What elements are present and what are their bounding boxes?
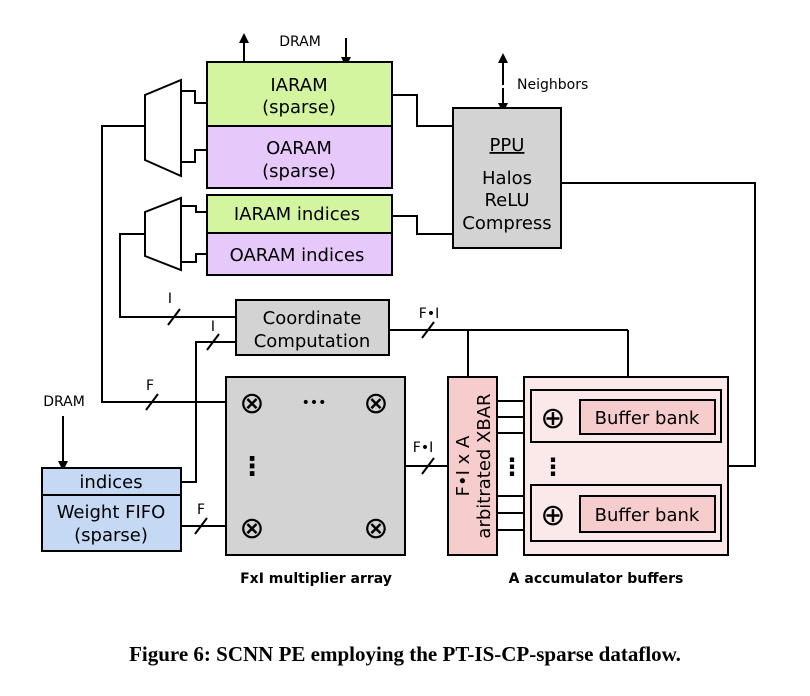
buffer-bank-label-2: Buffer bank	[595, 505, 700, 526]
slash-FI-2	[421, 457, 435, 475]
multiplier-symbol-2: ⊗	[363, 386, 388, 421]
dram-left-label: DRAM	[43, 394, 85, 410]
multiplier-array-label: FxI multiplier array	[240, 571, 392, 587]
multiplier-array-box	[225, 376, 406, 556]
ppu-compress: Compress	[462, 213, 551, 234]
slash-FI-1	[421, 321, 435, 339]
wire-label-I-1: I	[168, 291, 172, 307]
adder-symbol-1: ⊕	[540, 401, 565, 436]
wire-accum-to-ppu	[561, 182, 756, 467]
wires	[58, 33, 756, 535]
wire-ram-to-top-mux-2	[181, 149, 207, 163]
slash-I-1	[167, 308, 181, 326]
ppu-relu: ReLU	[484, 190, 529, 211]
accumulator-v-dots: ⋮	[541, 453, 565, 481]
indices-label: indices	[79, 472, 142, 493]
xbar-label-1: F•I x A	[453, 435, 474, 496]
coordinate-computation-box	[235, 299, 390, 356]
multiplier-h-dots: •••	[302, 395, 327, 411]
mux-top	[144, 78, 182, 178]
oaram-box	[206, 125, 393, 189]
oaram-indices-box	[206, 232, 393, 276]
xbar-v-dots: ⋮	[500, 453, 524, 481]
adder-symbol-2: ⊕	[540, 498, 565, 533]
buffer-bank-label-1: Buffer bank	[595, 408, 700, 429]
ppu-box	[452, 107, 562, 249]
slash-I-2	[206, 333, 220, 351]
wire-indices-to-coord	[181, 341, 236, 483]
ppu-halos: Halos	[482, 168, 532, 189]
slash-F-2	[194, 517, 208, 535]
muxes	[144, 78, 182, 272]
wire-label-I-2: I	[211, 319, 215, 335]
weight-fifo-label: Weight FIFO	[57, 502, 166, 523]
ppu-title: PPU	[490, 135, 525, 156]
multiplier-symbol-4: ⊗	[363, 511, 388, 546]
wire-ppu-to-ram	[392, 94, 453, 127]
xbar-box	[447, 376, 498, 556]
iaram-label: IARAM	[270, 75, 327, 96]
wire-label-F-1: F	[146, 378, 154, 394]
iaram-box	[206, 61, 393, 127]
dram-top-label: DRAM	[279, 34, 321, 50]
neighbors-label: Neighbors	[517, 77, 588, 93]
coord-label-1: Coordinate	[263, 308, 362, 329]
ram-stack	[206, 61, 393, 276]
buffer-bank-box-1	[579, 399, 716, 435]
iaram-indices-label: IARAM indices	[234, 204, 360, 225]
mux-bottom	[144, 196, 182, 272]
wire-iaram-mux-to-mult	[101, 125, 226, 403]
weight-fifo-sparse-label: (sparse)	[74, 525, 148, 546]
wire-ppu-to-ram-indices	[392, 215, 453, 235]
wire-indices-mux-to-coord	[119, 233, 236, 318]
weight-fifo-box	[41, 494, 182, 552]
multiplier-v-dots: ⋮	[239, 452, 265, 482]
wire-ram-to-bottom-mux	[181, 205, 207, 213]
coord-label-2: Computation	[254, 331, 371, 352]
multiplier-symbol-3: ⊗	[239, 511, 264, 546]
wire-ram-to-top-mux	[181, 90, 207, 104]
slash-F-1	[145, 393, 159, 411]
oaram-indices-label: OARAM indices	[230, 245, 365, 266]
xbar-label-2: arbitrated XBAR	[474, 393, 495, 538]
accumulator-buffers-label: A accumulator buffers	[509, 571, 684, 587]
multiplier-symbol-1: ⊗	[239, 386, 264, 421]
buffer-bank-box-2	[579, 495, 716, 533]
wire-label-FI-2: F•I	[413, 440, 433, 456]
wire-label-FI-1: F•I	[419, 306, 439, 322]
figure-caption: Figure 6: SCNN PE employing the PT-IS-CP…	[129, 642, 681, 666]
oaram-label: OARAM	[266, 138, 332, 159]
wire-ram-to-bottom-mux-2	[181, 253, 207, 263]
wire-label-F-2: F	[197, 502, 205, 518]
iaram-sparse-label: (sparse)	[262, 97, 336, 118]
oaram-sparse-label: (sparse)	[262, 161, 336, 182]
